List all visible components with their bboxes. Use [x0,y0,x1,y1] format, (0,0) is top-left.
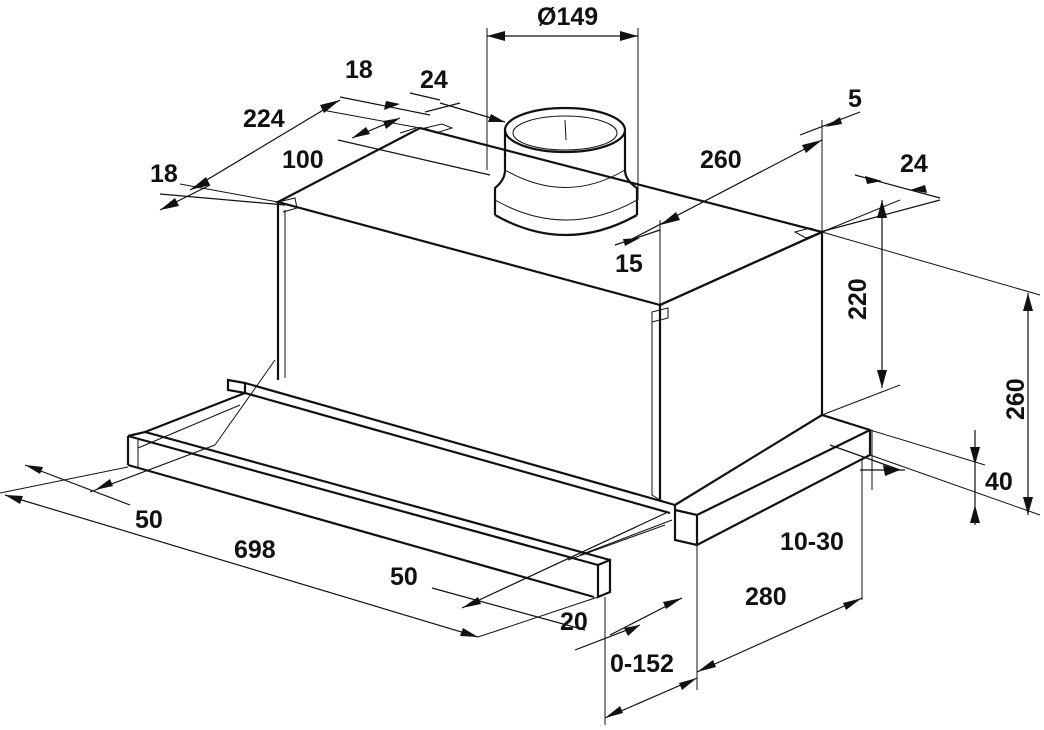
label-range-10-30: 10-30 [780,528,844,556]
label-left-50: 50 [135,506,163,534]
label-offset-15: 15 [615,250,643,278]
label-offset-100: 100 [282,146,324,174]
hood-body [274,123,826,501]
sliding-tray [126,378,872,599]
label-right-5: 5 [848,85,862,113]
label-right-24: 24 [900,150,928,178]
duct-collar [493,106,639,236]
label-top-left-18: 18 [345,56,373,84]
label-depth-280: 280 [745,583,787,611]
label-total-height-260: 260 [1002,378,1030,420]
label-extension-0-152: 0-152 [610,650,674,678]
label-body-height-220: 220 [844,278,872,320]
label-depth-260: 260 [700,146,742,174]
label-width-698: 698 [234,536,276,564]
dimension-lines [0,28,1041,725]
label-top-24: 24 [420,66,448,94]
dimension-labels: Ø149 18 24 224 100 18 5 260 24 15 220 26… [135,3,1030,678]
label-tray-height-40: 40 [985,468,1013,496]
label-front-50: 50 [390,563,418,591]
label-left-18: 18 [150,160,178,188]
label-front-20: 20 [560,608,588,636]
label-duct-diameter: Ø149 [537,3,598,31]
label-width-224: 224 [243,105,285,133]
